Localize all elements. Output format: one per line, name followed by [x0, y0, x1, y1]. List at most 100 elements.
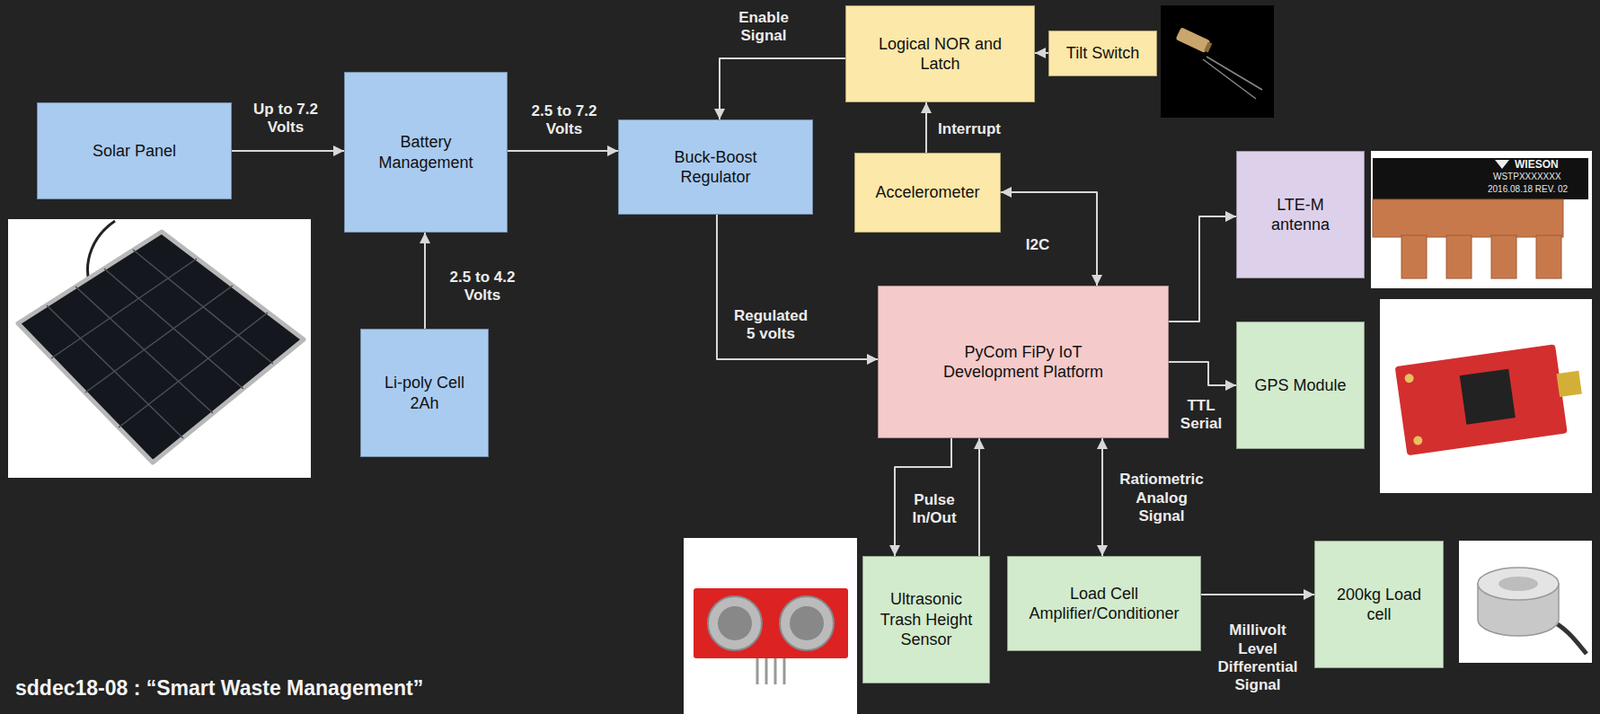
solar-panel-photo-part-part	[132, 249, 274, 364]
edge-label: I2C	[1024, 236, 1052, 255]
component-box: Battery Management	[344, 71, 508, 233]
edge-label: Ratiometric Analog Signal	[1114, 470, 1209, 526]
signal-arrow	[1034, 52, 1049, 54]
signal-arrow	[1168, 216, 1237, 322]
gps-module-photo-part-part	[1459, 369, 1516, 425]
antenna-photo-part	[1370, 150, 1592, 289]
edge-label: Millivolt Level Differential Signal	[1211, 621, 1305, 696]
edge-label: 2.5 to 7.2 Volts	[521, 102, 607, 140]
solar-panel-photo-part-part	[51, 258, 197, 359]
component-box: Buck-Boost Regulator	[618, 119, 814, 215]
antenna-photo-part	[1372, 199, 1564, 238]
load-cell-photo-part	[1498, 576, 1539, 592]
solar-panel-photo-part	[46, 249, 274, 439]
edge-label: Interrupt	[936, 120, 1003, 139]
solar-panel-photo	[8, 219, 311, 478]
ultrasonic-sensor-photo-part	[707, 596, 762, 651]
tilt-switch-photo-part	[1206, 56, 1263, 90]
project-caption: sddec18-08 : “Smart Waste Management”	[15, 676, 424, 702]
edge-label: Pulse In/Out	[905, 491, 964, 529]
ultrasonic-sensor-photo-part-part	[774, 658, 778, 685]
edge-label: Enable Signal	[730, 8, 797, 46]
ultrasonic-sensor-photo-part	[683, 538, 858, 714]
box-label: Load Cell Amplifier/Conditioner	[1021, 583, 1187, 625]
signal-arrow	[1168, 362, 1237, 386]
component-box: Load Cell Amplifier/Conditioner	[1007, 556, 1202, 652]
tilt-switch-photo-part	[1175, 26, 1213, 54]
box-label: Battery Management	[355, 132, 496, 173]
gps-module-photo-part	[1395, 341, 1588, 456]
gps-module-photo-part-part	[1404, 373, 1415, 384]
signal-arrow	[1101, 438, 1104, 557]
load-cell-photo-part	[1477, 567, 1559, 601]
tilt-switch-photo-part-part	[1203, 41, 1212, 53]
component-box: 200kg Load cell	[1314, 540, 1444, 669]
solar-panel-photo-part-part	[46, 305, 184, 439]
component-box: Accelerometer	[854, 152, 1001, 233]
ultrasonic-sensor-photo-part-part	[783, 658, 787, 685]
box-label: Solar Panel	[92, 141, 177, 162]
gps-module-photo	[1379, 299, 1592, 494]
solar-panel-photo-part-part	[118, 312, 268, 428]
signal-arrow	[716, 214, 878, 360]
tilt-switch-photo-part	[1160, 5, 1274, 118]
part-marking: WIESON	[1514, 159, 1559, 171]
signal-arrow	[1000, 192, 1097, 286]
ultrasonic-sensor-photo	[683, 538, 858, 714]
load-cell-photo-part	[1458, 540, 1592, 663]
box-label: Ultrasonic Trash Height Sensor	[874, 589, 979, 651]
signal-arrow	[1201, 593, 1315, 596]
component-box: LTE-M antenna	[1236, 150, 1365, 279]
part-marking: WSTPXXXXXXX	[1493, 171, 1562, 182]
ultrasonic-sensor-photo-part	[779, 596, 834, 651]
solar-panel-photo-part	[8, 219, 311, 478]
signal-arrow	[978, 438, 981, 557]
component-box: Li-poly Cell 2Ah	[360, 328, 489, 458]
tilt-switch-photo	[1160, 5, 1274, 118]
box-label: Buck-Boost Regulator	[641, 147, 790, 188]
signal-arrow	[424, 232, 426, 329]
component-box: Solar Panel	[36, 102, 232, 200]
box-label: LTE-M antenna	[1250, 194, 1351, 236]
solar-panel-photo-part-part	[75, 286, 213, 414]
edge-label: Regulated 5 volts	[728, 307, 814, 345]
ultrasonic-sensor-photo-part	[757, 658, 785, 685]
box-label: Li-poly Cell 2Ah	[374, 372, 475, 414]
component-box: GPS Module	[1236, 321, 1365, 450]
box-label: GPS Module	[1254, 375, 1346, 397]
box-label: 200kg Load cell	[1325, 584, 1433, 626]
edge-label: TTL Serial	[1175, 397, 1229, 434]
ultrasonic-sensor-photo-part-part	[765, 658, 769, 685]
gps-module-photo-part	[1379, 299, 1592, 494]
gps-module-photo-part-part	[1395, 344, 1568, 456]
box-label: Logical NOR and Latch	[864, 34, 1017, 75]
solar-panel-photo-part-part	[85, 285, 233, 393]
component-box: Logical NOR and Latch	[845, 5, 1035, 103]
antenna-photo-part	[1491, 235, 1517, 279]
ultrasonic-sensor-photo-part	[693, 588, 849, 659]
edge-label: Up to 7.2 Volts	[243, 100, 328, 138]
gps-module-photo-part-part	[1556, 371, 1583, 398]
signal-arrow	[507, 150, 619, 152]
part-marking: 2016.08.18 REV. 02	[1487, 184, 1568, 195]
antenna-photo-part	[1372, 158, 1589, 200]
antenna-photo-part	[1446, 235, 1472, 279]
ultrasonic-sensor-photo-part	[717, 606, 752, 641]
signal-arrow	[231, 150, 345, 152]
antenna-photo	[1370, 150, 1592, 289]
signal-arrow	[925, 102, 928, 153]
solar-panel-photo-part-part	[104, 268, 244, 389]
edge-label: 2.5 to 4.2 Volts	[440, 268, 525, 306]
gps-module-photo-part-part	[1413, 435, 1424, 446]
antenna-photo-part	[1401, 235, 1427, 279]
box-label: Accelerometer	[875, 182, 980, 204]
box-label: PyCom FiPy IoT Development Platform	[923, 342, 1123, 383]
box-label: Tilt Switch	[1066, 43, 1140, 64]
component-box: Ultrasonic Trash Height Sensor	[862, 556, 991, 684]
ultrasonic-sensor-photo-part-part	[756, 658, 760, 685]
component-box: Tilt Switch	[1048, 30, 1158, 77]
tilt-switch-photo-part	[1202, 59, 1256, 99]
ultrasonic-sensor-photo-part	[789, 606, 824, 641]
antenna-photo-part	[1536, 235, 1562, 279]
